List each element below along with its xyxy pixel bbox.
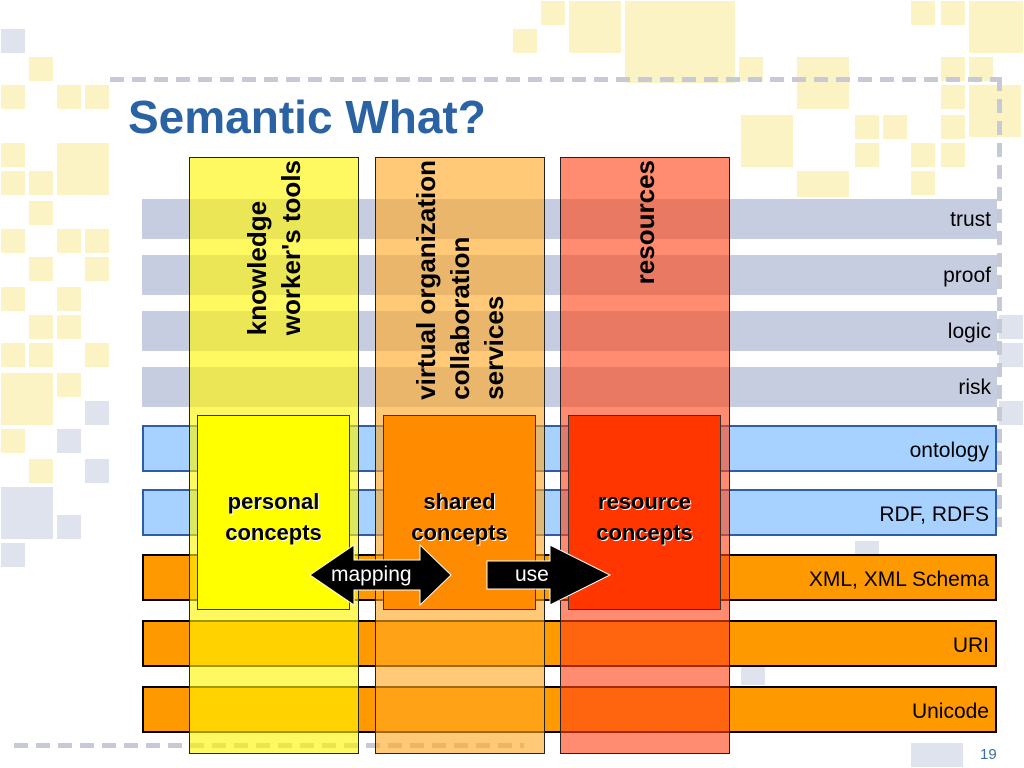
- layer-label: RDF, RDFS: [879, 503, 989, 526]
- layer-label: proof: [943, 264, 991, 287]
- layer-label: trust: [950, 208, 991, 231]
- resource-concepts-box: resource concepts: [568, 415, 721, 610]
- layer-label: Unicode: [911, 700, 989, 723]
- mapping-arrow-label: mapping: [331, 563, 412, 586]
- layer-label: logic: [947, 320, 991, 343]
- concept-label: resource concepts: [596, 489, 693, 545]
- layer-label: URI: [952, 634, 989, 657]
- layer-label: XML, XML Schema: [808, 568, 989, 591]
- slide-title: Semantic What?: [128, 91, 486, 143]
- layer-label: risk: [958, 376, 991, 399]
- page-number: 19: [980, 746, 997, 763]
- use-arrow-label: use: [515, 563, 549, 586]
- concept-label: shared concepts: [411, 489, 508, 545]
- mapping-double-arrow: [309, 543, 452, 607]
- layer-label: ontology: [909, 439, 989, 462]
- use-arrow: [486, 544, 612, 606]
- concept-label: personal concepts: [225, 489, 322, 545]
